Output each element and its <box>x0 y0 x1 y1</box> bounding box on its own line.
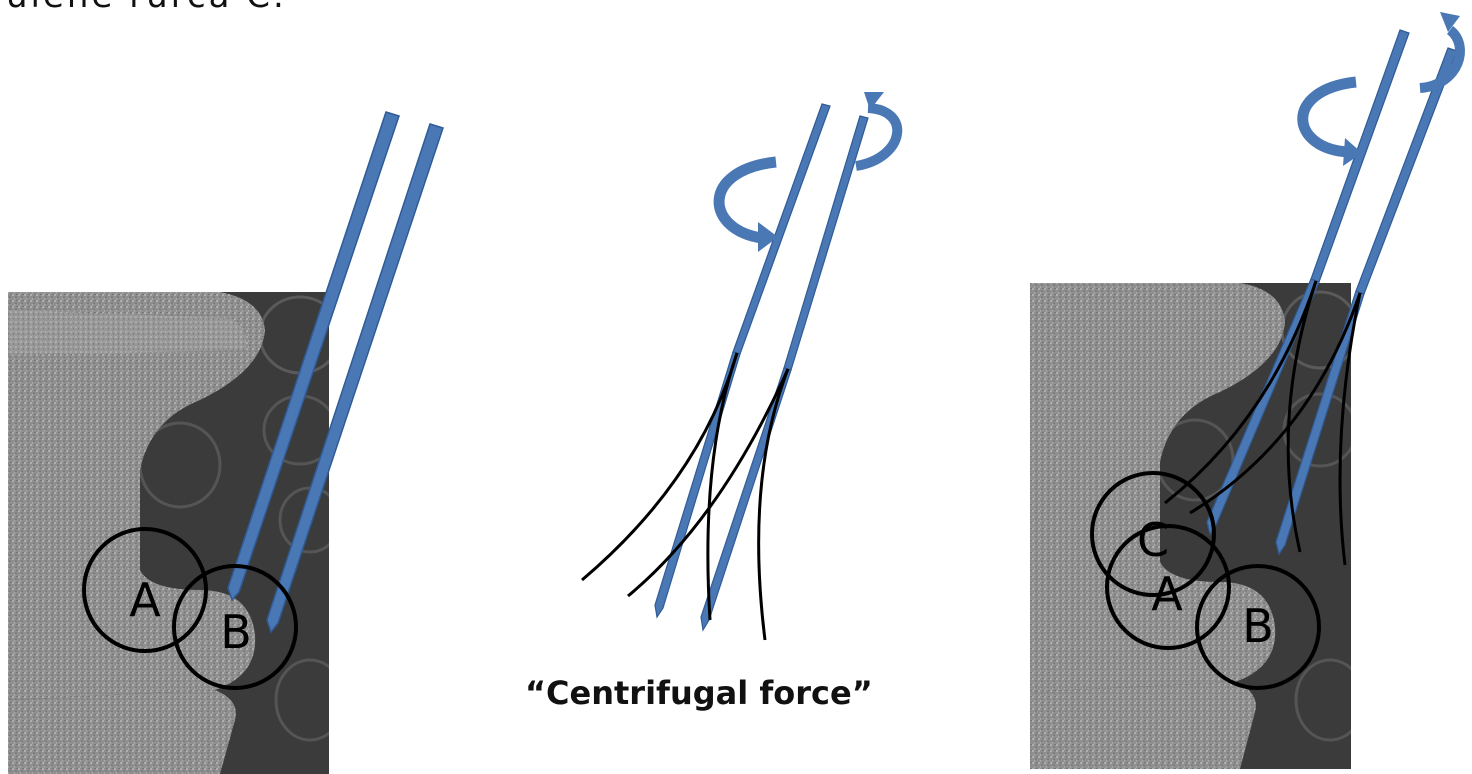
label-a-right: A <box>1151 567 1183 621</box>
label-a-left: A <box>129 573 161 627</box>
sem-image-right <box>1030 283 1364 769</box>
rotation-arrows-middle <box>719 92 897 252</box>
instrument-pair-middle <box>655 104 868 630</box>
label-b-right: B <box>1242 599 1274 653</box>
label-c-right: C <box>1137 513 1169 567</box>
label-b-left: B <box>220 605 252 659</box>
sem-image-left <box>8 292 344 774</box>
centrifugal-force-caption: “Centrifugal force” <box>525 674 873 712</box>
fibers-middle <box>582 353 788 640</box>
